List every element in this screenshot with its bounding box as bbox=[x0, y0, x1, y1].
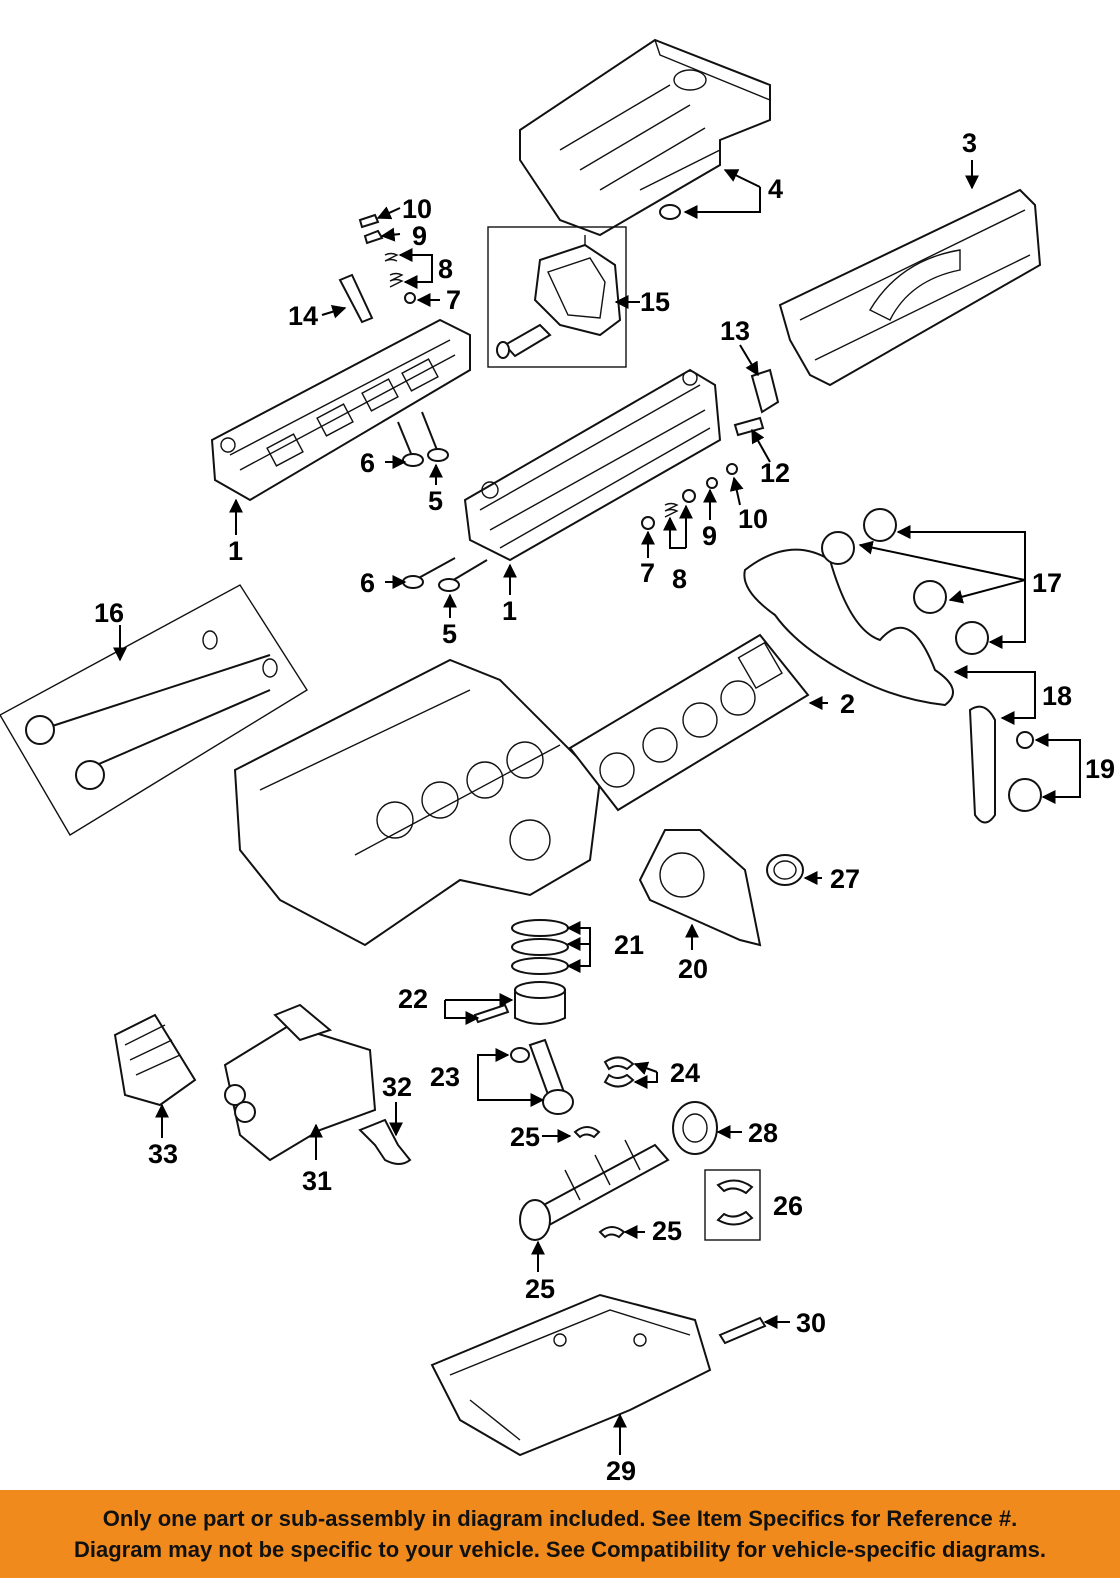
callout-18: 19 bbox=[1085, 754, 1115, 784]
callout-labels: 4 3 10 9 8 7 14 15 13 12 1 6 5 10 9 7 8 … bbox=[94, 128, 1115, 1486]
callout-17: 18 bbox=[1042, 681, 1072, 711]
callout-5a: 5 bbox=[428, 486, 443, 516]
leader-lines bbox=[113, 160, 1081, 1455]
callout-11: 12 bbox=[760, 458, 790, 488]
callout-6a: 6 bbox=[360, 448, 375, 478]
timing-chain bbox=[743, 508, 1042, 824]
callout-26: 26 bbox=[773, 1191, 803, 1221]
callout-4: 4 bbox=[768, 174, 783, 204]
callout-8a: 8 bbox=[438, 254, 453, 284]
callout-16: 17 bbox=[1032, 568, 1062, 598]
callout-24: 25 bbox=[525, 1274, 555, 1304]
valves bbox=[397, 411, 488, 592]
callout-1b: 1 bbox=[502, 596, 517, 626]
disclaimer-line-1: Only one part or sub-assembly in diagram… bbox=[102, 1506, 1018, 1531]
callout-14: 15 bbox=[640, 287, 670, 317]
callout-3: 3 bbox=[962, 128, 977, 158]
callout-1a: 1 bbox=[228, 536, 243, 566]
callout-21: 22 bbox=[398, 984, 428, 1014]
valve-cover bbox=[778, 188, 1042, 387]
callout-9b: 9 bbox=[702, 521, 717, 551]
callout-25b: 25 bbox=[652, 1216, 682, 1246]
engine-exploded-diagram: 4 3 10 9 8 7 14 15 13 12 1 6 5 10 9 7 8 … bbox=[0, 38, 1115, 1486]
callout-2: 2 bbox=[840, 689, 855, 719]
cylinder-head-right bbox=[463, 368, 722, 562]
callout-22: 23 bbox=[430, 1062, 460, 1092]
callout-12: 13 bbox=[720, 316, 750, 346]
valvetrain-parts bbox=[338, 213, 780, 530]
callout-7a: 7 bbox=[446, 285, 461, 315]
callout-33: 33 bbox=[148, 1139, 178, 1169]
oil-pan bbox=[430, 1293, 767, 1457]
callout-29: 29 bbox=[606, 1456, 636, 1486]
disclaimer-banner: Only one part or sub-assembly in diagram… bbox=[0, 1490, 1120, 1578]
callout-7b: 7 bbox=[640, 558, 655, 588]
timing-cover bbox=[638, 829, 804, 947]
callout-9a: 9 bbox=[412, 221, 427, 251]
callout-27: 27 bbox=[830, 864, 860, 894]
engine-block bbox=[233, 658, 602, 947]
callout-10a: 10 bbox=[402, 194, 432, 224]
item-14-box bbox=[487, 226, 627, 368]
callout-13: 14 bbox=[288, 301, 318, 331]
crankshaft bbox=[519, 1101, 761, 1241]
callout-30: 30 bbox=[796, 1308, 826, 1338]
callout-23: 24 bbox=[670, 1058, 700, 1088]
camshaft-box bbox=[0, 584, 308, 836]
callout-15: 16 bbox=[94, 598, 124, 628]
callout-28: 28 bbox=[748, 1118, 778, 1148]
callout-31: 31 bbox=[302, 1166, 332, 1196]
engine-cover bbox=[519, 38, 771, 237]
callout-8b: 8 bbox=[672, 564, 687, 594]
oil-system bbox=[113, 1003, 412, 1165]
callout-32: 32 bbox=[382, 1072, 412, 1102]
piston-assembly bbox=[473, 919, 635, 1239]
callout-6b: 6 bbox=[360, 568, 375, 598]
cylinder-head-left bbox=[210, 318, 471, 502]
callout-19: 20 bbox=[678, 954, 708, 984]
head-gasket bbox=[568, 633, 810, 812]
callout-20: 21 bbox=[614, 930, 644, 960]
callout-10b: 10 bbox=[738, 504, 768, 534]
callout-5b: 5 bbox=[442, 619, 457, 649]
callout-25a: 25 bbox=[510, 1122, 540, 1152]
disclaimer-line-2: Diagram may not be specific to your vehi… bbox=[74, 1537, 1046, 1562]
